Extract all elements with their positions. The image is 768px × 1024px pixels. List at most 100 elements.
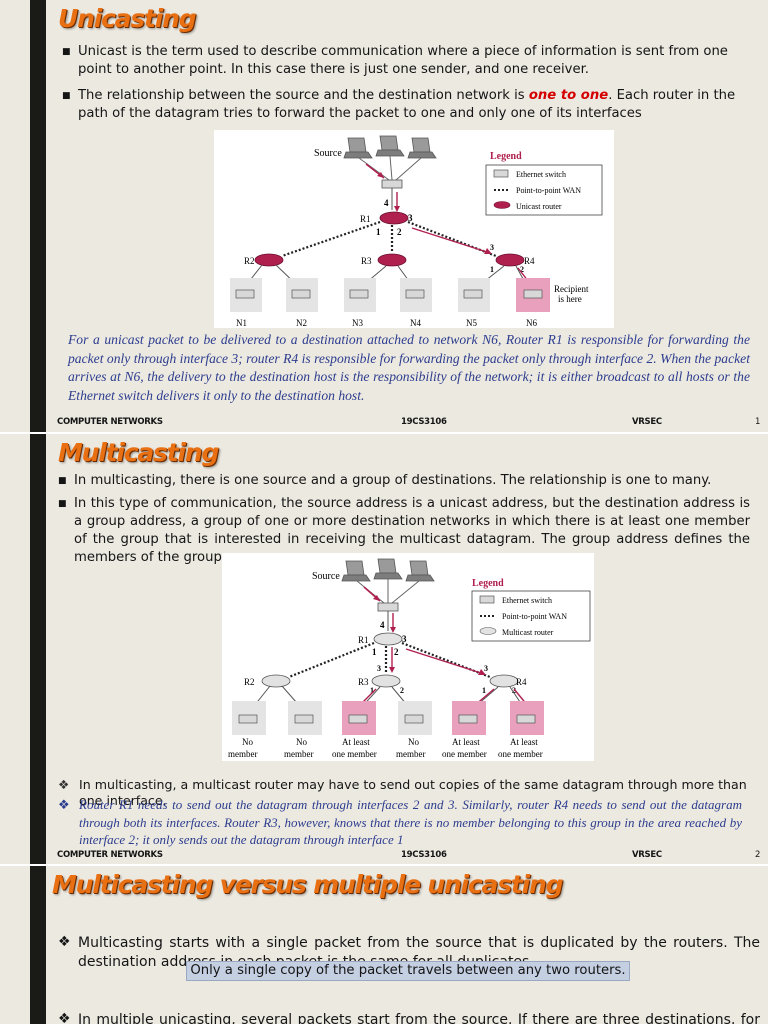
port-label: 4 <box>384 198 389 208</box>
router-icon <box>489 674 519 688</box>
port-label: 2 <box>394 647 399 657</box>
slide-title: Multicasting <box>58 438 219 467</box>
footer-course: COMPUTER NETWORKS <box>57 417 163 427</box>
network-label: N3 <box>352 318 363 328</box>
laptop-icon <box>343 137 373 159</box>
unicast-network-diagram: Source 4 Legend Ethernet switch Point-to… <box>214 130 614 328</box>
router-legend-icon <box>479 627 497 635</box>
ethernet-switch-icon <box>381 179 403 189</box>
footer-course: COMPUTER NETWORKS <box>57 850 163 860</box>
legend-item-switch: Ethernet switch <box>516 170 566 179</box>
router-icon <box>373 632 403 646</box>
network-label: one member <box>332 749 377 759</box>
ethernet-switch-icon <box>405 289 425 299</box>
laptop-icon <box>407 137 437 159</box>
highlight-box: Only a single copy of the packet travels… <box>186 961 630 981</box>
router-icon <box>495 253 525 267</box>
footer-page-number: 2 <box>755 850 761 860</box>
network-label: At least <box>452 737 480 747</box>
port-label: 1 <box>490 265 494 274</box>
bullet-text-start: The relationship between the source and … <box>78 88 529 103</box>
square-bullet-icon: ■ <box>62 91 71 101</box>
diamond-bullet-item: ❖ Router R1 needs to send out the datagr… <box>58 796 742 849</box>
multicast-network-diagram: Source 4 Legend Ethernet switch Point-to… <box>222 553 594 761</box>
ethernet-switch-icon <box>294 714 314 724</box>
port-label: 3 <box>490 243 494 252</box>
port-label: 1 <box>482 686 486 695</box>
ethernet-switch-icon <box>404 714 424 724</box>
bullet-text: In multicasting, a multicast router may … <box>79 776 747 808</box>
diamond-bullet-icon: ❖ <box>58 797 70 812</box>
switch-legend-icon <box>479 595 495 604</box>
footer-institute: VRSEC <box>632 850 662 860</box>
slide-unicasting: Unicasting ■ Unicast is the term used to… <box>0 0 768 432</box>
network-label: N5 <box>466 318 477 328</box>
legend-item-router: Unicast router <box>516 202 562 211</box>
slide-sidebar-bar <box>30 866 46 1024</box>
source-label: Source <box>312 571 340 582</box>
router-icon <box>261 674 291 688</box>
network-label: No <box>242 737 253 747</box>
bullet-text-end: . Each router in the path of the datagra… <box>78 88 736 121</box>
ethernet-switch-icon <box>458 714 478 724</box>
router-label: R2 <box>244 677 255 687</box>
ethernet-switch-icon <box>377 602 399 612</box>
network-label: At least <box>510 737 538 747</box>
bullet-item: ■ The relationship between the source an… <box>62 87 752 123</box>
ethernet-switch-icon <box>463 289 483 299</box>
ethernet-switch-icon <box>291 289 311 299</box>
router-label: R3 <box>361 256 372 266</box>
footer-page-number: 1 <box>755 417 761 427</box>
network-label: member <box>228 749 258 759</box>
square-bullet-icon: ■ <box>58 476 67 486</box>
port-label: 2 <box>512 686 516 695</box>
legend-title: Legend <box>490 151 522 162</box>
figure-caption: For a unicast packet to be delivered to … <box>68 332 750 403</box>
router-label: R4 <box>516 677 527 687</box>
laptop-icon <box>373 558 403 580</box>
footer-code: 19CS3106 <box>401 417 447 427</box>
slide-multicasting-vs-unicasting: Multicasting versus multiple unicasting … <box>0 866 768 1024</box>
network-label: member <box>284 749 314 759</box>
ethernet-switch-icon <box>348 714 368 724</box>
port-label: 1 <box>370 686 374 695</box>
diamond-bullet-icon: ❖ <box>58 776 70 792</box>
network-label: N1 <box>236 318 247 328</box>
bullet-item: ■ In multicasting, there is one source a… <box>58 472 748 490</box>
laptop-icon <box>375 135 405 157</box>
footer-institute: VRSEC <box>632 417 662 427</box>
slide-title: Multicasting versus multiple unicasting <box>52 870 564 899</box>
diamond-bullet-icon: ❖ <box>58 1011 71 1024</box>
ethernet-switch-icon <box>235 289 255 299</box>
legend-item-switch: Ethernet switch <box>502 596 552 605</box>
router-legend-icon <box>493 201 511 209</box>
legend-item-wan: Point-to-point WAN <box>516 186 581 195</box>
network-label: N6 <box>526 318 537 328</box>
switch-legend-icon <box>493 169 509 178</box>
diamond-bullet-item: ❖ In multicasting, a multicast router ma… <box>58 777 748 809</box>
bullet-text: Router R1 needs to send out the datagram… <box>79 797 742 847</box>
router-label: R1 <box>358 635 369 645</box>
port-label: 2 <box>400 686 404 695</box>
highlight-one-to-one: one to one <box>528 88 609 103</box>
laptop-icon <box>405 560 435 582</box>
port-label: 3 <box>377 664 381 673</box>
router-icon <box>371 674 401 688</box>
port-label: 1 <box>372 647 377 657</box>
router-icon <box>377 253 407 267</box>
bullet-item: ■ Unicast is the term used to describe c… <box>62 43 752 79</box>
recipient-label: Recipient <box>554 284 589 294</box>
network-label: member <box>396 749 426 759</box>
legend-item-wan: Point-to-point WAN <box>502 612 567 621</box>
router-label: R4 <box>524 256 535 266</box>
network-label: No <box>408 737 419 747</box>
laptop-icon <box>341 560 371 582</box>
bullet-text: In this type of communication, the sourc… <box>74 496 750 565</box>
slide-footer: COMPUTER NETWORKS 19CS3106 VRSEC 2 <box>0 850 768 862</box>
ethernet-switch-icon <box>516 714 536 724</box>
diamond-bullet-item: ❖ In multiple unicasting, several packet… <box>58 1011 760 1024</box>
router-label: R2 <box>244 256 255 266</box>
network-label: N4 <box>410 318 421 328</box>
bullet-text: In multiple unicasting, several packets … <box>78 1012 760 1024</box>
port-label: 3 <box>484 664 488 673</box>
